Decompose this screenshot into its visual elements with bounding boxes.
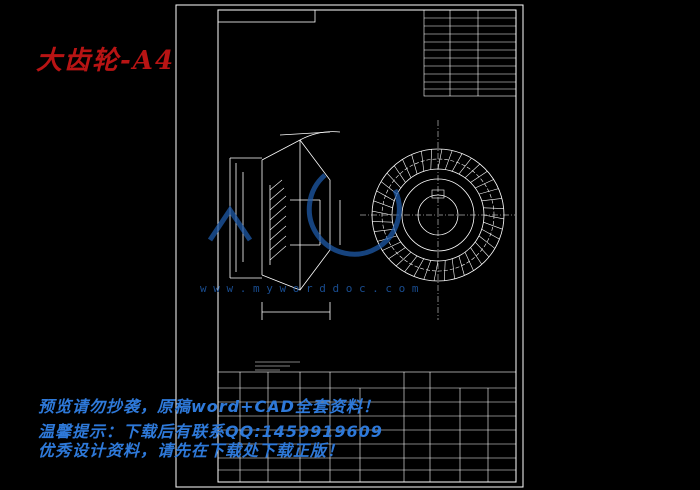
gear-section-view: [229, 131, 341, 320]
gear-tooth-line: [483, 207, 504, 209]
gear-tooth-line: [382, 241, 401, 251]
gear-tooth-line: [478, 235, 496, 249]
drawing-title: 大齿轮-A4: [36, 46, 176, 76]
gear-tooth-line: [388, 247, 406, 260]
gear-tooth-line: [481, 198, 502, 202]
gear-tooth-line: [464, 163, 481, 179]
gear-tooth-line: [372, 221, 393, 223]
gear-tooth-line: [437, 149, 443, 170]
gear-tooth-line: [404, 255, 418, 273]
gear-tooth-line: [444, 260, 446, 281]
gear-tooth-line: [386, 172, 402, 189]
gear-teeth: [372, 149, 504, 281]
promo-line-3: 优秀设计资料，请先在下载处下载正版！: [38, 441, 345, 460]
gear-tooth-line: [402, 159, 412, 178]
watermark-logo: [207, 173, 402, 257]
gear-tooth-line: [451, 258, 455, 279]
gear-tooth-line: [475, 179, 494, 189]
gear-tooth-line: [464, 252, 474, 271]
gear-tooth-line: [423, 260, 432, 280]
gear-tooth-line: [483, 214, 504, 220]
promo-line-1: 预览请勿抄袭，原稿word+CAD全套资料！: [38, 397, 380, 416]
gear-tooth-line: [458, 157, 472, 175]
notes-block: [255, 361, 300, 371]
drawing-number-box: [217, 9, 316, 23]
gear-tooth-line: [474, 241, 490, 258]
gear-tooth-line: [470, 247, 483, 265]
gear-tooth-line: [413, 258, 425, 277]
title-block: [217, 371, 517, 483]
gear-tooth-line: [372, 210, 393, 216]
parameter-table: [423, 9, 517, 97]
gear-tooth-line: [395, 251, 412, 267]
gear-tooth-line: [411, 154, 418, 175]
gear-tooth-line: [481, 228, 500, 240]
gear-tooth-line: [470, 170, 488, 183]
gear-tooth-line: [393, 165, 406, 183]
watermark-text: w w w . m y w o r d d o c . c o m: [200, 282, 419, 295]
gear-tooth-line: [458, 255, 465, 276]
gear-tooth-line: [478, 188, 499, 195]
gear-tooth-line: [421, 151, 425, 172]
promo-line-2: 温馨提示：下载后有联系QQ:1459919609: [38, 422, 383, 441]
gear-tooth-line: [430, 149, 432, 170]
gear-tooth-line: [376, 190, 395, 202]
gear-tooth-line: [483, 221, 503, 230]
gear-tooth-line: [374, 228, 395, 232]
outer-frame: [175, 4, 524, 488]
gear-tooth-line: [444, 150, 453, 170]
gear-tooth-line: [373, 200, 393, 209]
gear-section-teeth: [269, 179, 287, 261]
gear-tooth-line: [451, 153, 463, 172]
gear-tooth-line: [433, 260, 439, 281]
